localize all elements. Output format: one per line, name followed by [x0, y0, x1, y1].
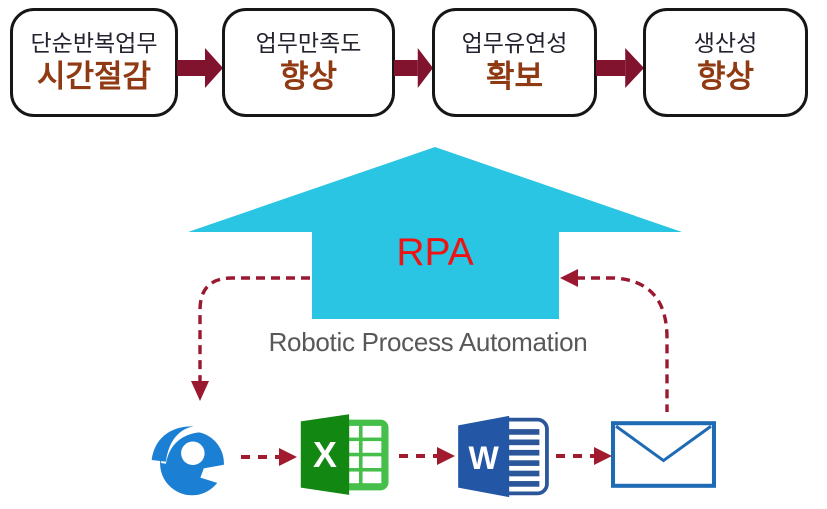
flow-box-3-line2: 확보: [485, 58, 544, 94]
flow-box-2-line1: 업무만족도: [255, 30, 362, 57]
flow-box-4-line1: 생산성: [693, 30, 758, 57]
dashed-arrow-edge-to-excel-head-icon: [279, 448, 297, 466]
rpa-subtitle: Robotic Process Automation: [268, 327, 588, 357]
flow-box-time-saving: 단순반복업무 시간절감: [10, 8, 178, 117]
dashed-connector-left: [198, 276, 310, 383]
flow-box-1-line2: 시간절감: [36, 58, 152, 94]
email-envelope-icon: [611, 421, 716, 488]
flow-box-2-line2: 향상: [279, 58, 338, 94]
edge-browser-icon: [151, 426, 232, 496]
dashed-connector-left-arrowhead-icon: [191, 381, 209, 401]
flow-box-3-line1: 업무유연성: [461, 30, 568, 57]
flow-right-arrow-icon: [177, 48, 223, 88]
flow-box-1-line1: 단순반복업무: [30, 30, 158, 57]
word-letter: W: [469, 440, 500, 476]
dashed-arrow-excel-to-word-head-icon: [437, 447, 455, 465]
flow-right-arrow-icon: [596, 48, 644, 88]
word-icon: W: [458, 415, 549, 498]
flow-box-4-line2: 향상: [696, 58, 755, 94]
flow-right-arrow-icon: [394, 48, 433, 88]
excel-letter: X: [313, 435, 337, 475]
dashed-connector-right: [576, 276, 669, 412]
flow-box-satisfaction: 업무만족도 향상: [222, 8, 395, 117]
flow-box-flexibility: 업무유연성 확보: [432, 8, 597, 117]
rpa-title: RPA: [396, 231, 474, 274]
dashed-arrow-word-to-email-head-icon: [594, 447, 612, 465]
rpa-up-arrow-icon: [188, 147, 682, 319]
flow-box-productivity: 생산성 향상: [643, 8, 808, 117]
dashed-connector-right-arrowhead-icon: [560, 269, 578, 287]
excel-icon: X: [300, 414, 389, 495]
